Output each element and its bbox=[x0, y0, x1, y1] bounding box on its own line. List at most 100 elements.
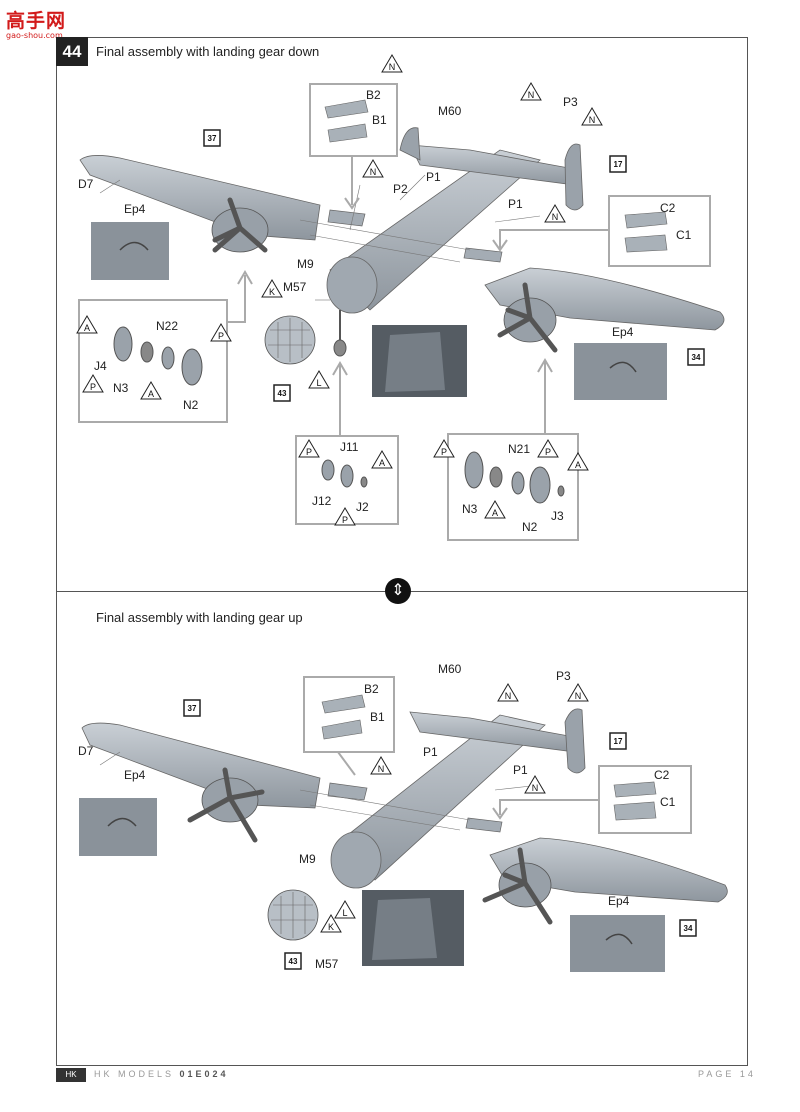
triangle-marker: N bbox=[520, 82, 542, 101]
step-ref-box: 37 bbox=[203, 129, 221, 147]
watermark-main: 高手网 bbox=[6, 10, 67, 32]
inset-wing-detail-right-bottom bbox=[570, 915, 665, 972]
watermark-sub: gao-shou.com bbox=[6, 31, 63, 40]
triangle-marker-letter: N bbox=[528, 90, 535, 100]
triangle-marker-letter: A bbox=[575, 460, 581, 470]
part-label: N21 bbox=[508, 442, 530, 456]
triangle-marker: N bbox=[567, 683, 589, 702]
triangle-marker: L bbox=[334, 900, 356, 919]
step-ref-number: 37 bbox=[208, 134, 217, 143]
part-label: P3 bbox=[556, 669, 571, 683]
part-label: C2 bbox=[660, 201, 676, 215]
part-label: D7 bbox=[78, 177, 94, 191]
part-label: N3 bbox=[113, 381, 129, 395]
part-label: D7 bbox=[78, 744, 94, 758]
inset-wing-detail-left bbox=[91, 222, 169, 280]
step-ref-box: 37 bbox=[183, 699, 201, 717]
triangle-marker-letter: A bbox=[379, 458, 385, 468]
triangle-marker: P bbox=[537, 439, 559, 458]
triangle-marker: N bbox=[497, 683, 519, 702]
part-label: J12 bbox=[312, 494, 332, 508]
triangle-marker-letter: K bbox=[328, 922, 334, 932]
callout-arrows-bottom bbox=[337, 751, 599, 820]
triangle-marker-letter: P bbox=[90, 382, 96, 392]
triangle-marker: A bbox=[567, 452, 589, 471]
part-label: Ep4 bbox=[124, 768, 146, 782]
brand-logo: HK bbox=[56, 1068, 86, 1082]
step-ref-number: 43 bbox=[289, 957, 298, 966]
footer-code: 01E024 bbox=[179, 1069, 229, 1079]
part-label: P2 bbox=[393, 182, 408, 196]
part-label: B2 bbox=[364, 682, 379, 696]
detail-parts-bottom bbox=[321, 694, 657, 821]
triangle-marker: K bbox=[261, 279, 283, 298]
part-label: P1 bbox=[508, 197, 523, 211]
part-label: J2 bbox=[356, 500, 369, 514]
triangle-marker: A bbox=[371, 450, 393, 469]
triangle-marker-letter: A bbox=[492, 508, 498, 518]
part-label: J11 bbox=[340, 440, 359, 454]
step-ref-box: 17 bbox=[609, 155, 627, 173]
part-label: J3 bbox=[551, 509, 564, 523]
part-label: M57 bbox=[315, 957, 339, 971]
footer-page-label: PAGE bbox=[698, 1069, 735, 1079]
part-label: P1 bbox=[423, 745, 438, 759]
triangle-marker-letter: P bbox=[306, 447, 312, 457]
part-label: M60 bbox=[438, 104, 462, 118]
triangle-marker: N bbox=[362, 159, 384, 178]
triangle-marker: P bbox=[334, 507, 356, 526]
triangle-marker: P bbox=[82, 374, 104, 393]
part-label: N2 bbox=[183, 398, 199, 412]
part-label: P3 bbox=[563, 95, 578, 109]
triangle-marker: P bbox=[210, 323, 232, 342]
part-label: M9 bbox=[297, 257, 314, 271]
part-label: N3 bbox=[462, 502, 478, 516]
triangle-marker-letter: P bbox=[342, 515, 348, 525]
triangle-marker: P bbox=[298, 439, 320, 458]
part-label: C1 bbox=[676, 228, 692, 242]
part-label: B2 bbox=[366, 88, 381, 102]
step-ref-box: 34 bbox=[687, 348, 705, 366]
section-title-gear-up: Final assembly with landing gear up bbox=[96, 610, 303, 625]
part-label: B1 bbox=[370, 710, 385, 724]
triangle-marker: A bbox=[140, 381, 162, 400]
triangle-marker-letter: L bbox=[316, 378, 321, 388]
watermark: 高手网 gao-shou.com bbox=[6, 6, 66, 40]
footer-brand-name: HK MODELS bbox=[94, 1069, 175, 1079]
part-label: B1 bbox=[372, 113, 387, 127]
part-label: N22 bbox=[156, 319, 178, 333]
callout-boxes-top bbox=[78, 83, 711, 541]
triangle-marker-letter: N bbox=[378, 764, 385, 774]
step-ref-box: 17 bbox=[609, 732, 627, 750]
callout-arrows-top bbox=[227, 156, 609, 436]
step-ref-number: 37 bbox=[188, 704, 197, 713]
detail-parts-top bbox=[113, 99, 668, 504]
triangle-marker: K bbox=[320, 914, 342, 933]
triangle-marker: N bbox=[370, 756, 392, 775]
triangle-marker-letter: N bbox=[370, 167, 377, 177]
part-label: M9 bbox=[299, 852, 316, 866]
triangle-marker-letter: N bbox=[389, 62, 396, 72]
footer-page: PAGE 14 bbox=[698, 1069, 756, 1079]
aircraft-gear-down bbox=[79, 127, 725, 365]
part-label: P1 bbox=[426, 170, 441, 184]
step-refs-gear-down: 37 17 43 34 bbox=[203, 129, 705, 402]
part-label: P1 bbox=[513, 763, 528, 777]
inset-wing-detail-left-bottom bbox=[79, 798, 157, 856]
triangle-marker-letter: P bbox=[441, 447, 447, 457]
triangle-marker-letter: N bbox=[589, 115, 596, 125]
step-ref-number: 43 bbox=[278, 389, 287, 398]
part-label: Ep4 bbox=[612, 325, 634, 339]
part-label: Ep4 bbox=[608, 894, 630, 908]
part-label: M57 bbox=[283, 280, 307, 294]
triangle-marker: N bbox=[544, 204, 566, 223]
step-ref-box: 43 bbox=[273, 384, 291, 402]
step-ref-number: 17 bbox=[614, 737, 623, 746]
page-frame bbox=[56, 37, 748, 1066]
triangle-marker: N bbox=[381, 54, 403, 73]
